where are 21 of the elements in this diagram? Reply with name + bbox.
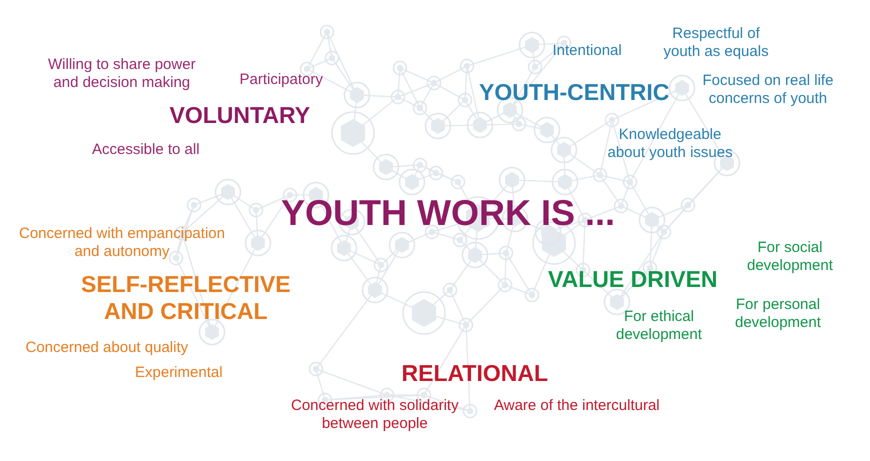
attribute-text: Respectful of youth as equals xyxy=(664,25,769,61)
attribute-text: Focused on real life concerns of youth xyxy=(702,72,834,108)
attribute-text: Willing to share power and decision making xyxy=(48,56,196,92)
attribute-text: For personal development xyxy=(735,296,821,332)
attribute-text: For social development xyxy=(747,239,833,275)
attribute-text: Aware of the intercultural xyxy=(494,397,660,415)
category-heading: RELATIONAL xyxy=(402,360,548,388)
category-heading: VALUE DRIVEN xyxy=(548,266,718,294)
attribute-text: Accessible to all xyxy=(92,141,200,159)
attribute-text: For ethical development xyxy=(616,308,702,344)
category-heading: SELF-REFLECTIVE AND CRITICAL xyxy=(81,270,291,326)
attribute-text: Concerned about quality xyxy=(26,339,188,357)
category-heading: VOLUNTARY xyxy=(170,102,310,130)
title-text: YOUTH WORK IS ... xyxy=(281,190,616,234)
category-heading: YOUTH-CENTRIC xyxy=(479,79,670,107)
attribute-text: Concerned with empancipation and autonomy xyxy=(19,225,225,261)
attribute-text: Participatory xyxy=(240,71,323,89)
attribute-text: Concerned with solidarity between people xyxy=(291,397,459,433)
attribute-text: Intentional xyxy=(552,42,622,60)
attribute-text: Knowledgeable about youth issues xyxy=(608,126,733,162)
attribute-text: Experimental xyxy=(135,364,223,382)
